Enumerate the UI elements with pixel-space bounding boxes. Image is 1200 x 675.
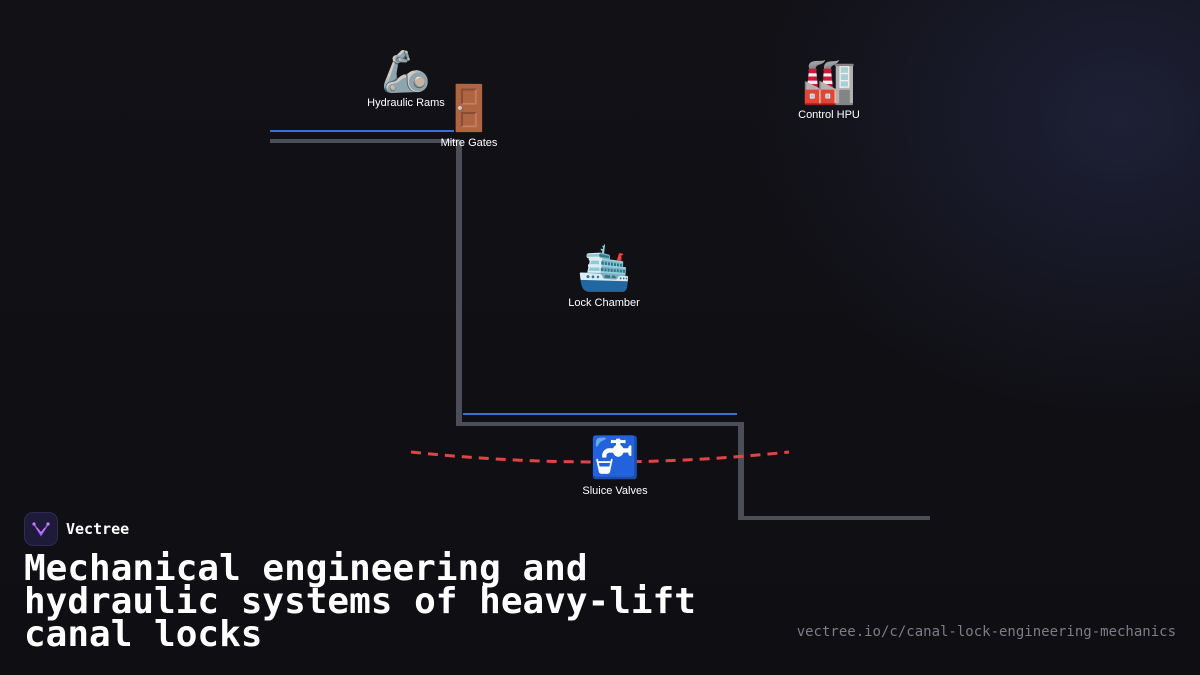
lock-chamber-label: Lock Chamber [568,297,640,309]
vectree-logo-icon [24,512,58,546]
brand-name: Vectree [66,520,130,538]
mechanical-arm-icon: 🦾 [381,50,431,94]
potable-water-icon: 🚰 [590,436,640,480]
sluice-valves-node: 🚰 Sluice Valves [570,434,660,498]
page-url[interactable]: vectree.io/c/canal-lock-engineering-mech… [796,624,1176,640]
control-hpu-label: Control HPU [798,109,860,121]
sluice-valves-label: Sluice Valves [582,485,648,497]
hydraulic-rams-node: 🦾 Hydraulic Rams [366,50,446,110]
mitre-gates-label: Mitre Gates [440,137,498,149]
mitre-gates-node: 🚪 Mitre Gates [429,84,509,150]
brand[interactable]: Vectree [24,512,129,546]
door-icon: 🚪 [441,84,497,133]
control-hpu-node: 🏭 Control HPU [789,58,869,122]
hydraulic-rams-label: Hydraulic Rams [367,97,445,109]
page-title: Mechanical engineering and hydraulic sys… [24,548,696,655]
factory-icon: 🏭 [801,57,857,106]
ship-icon: 🛳️ [576,244,632,293]
culvert-flow-curve [410,450,790,464]
lock-chamber-node: 🛳️ Lock Chamber [559,244,649,310]
